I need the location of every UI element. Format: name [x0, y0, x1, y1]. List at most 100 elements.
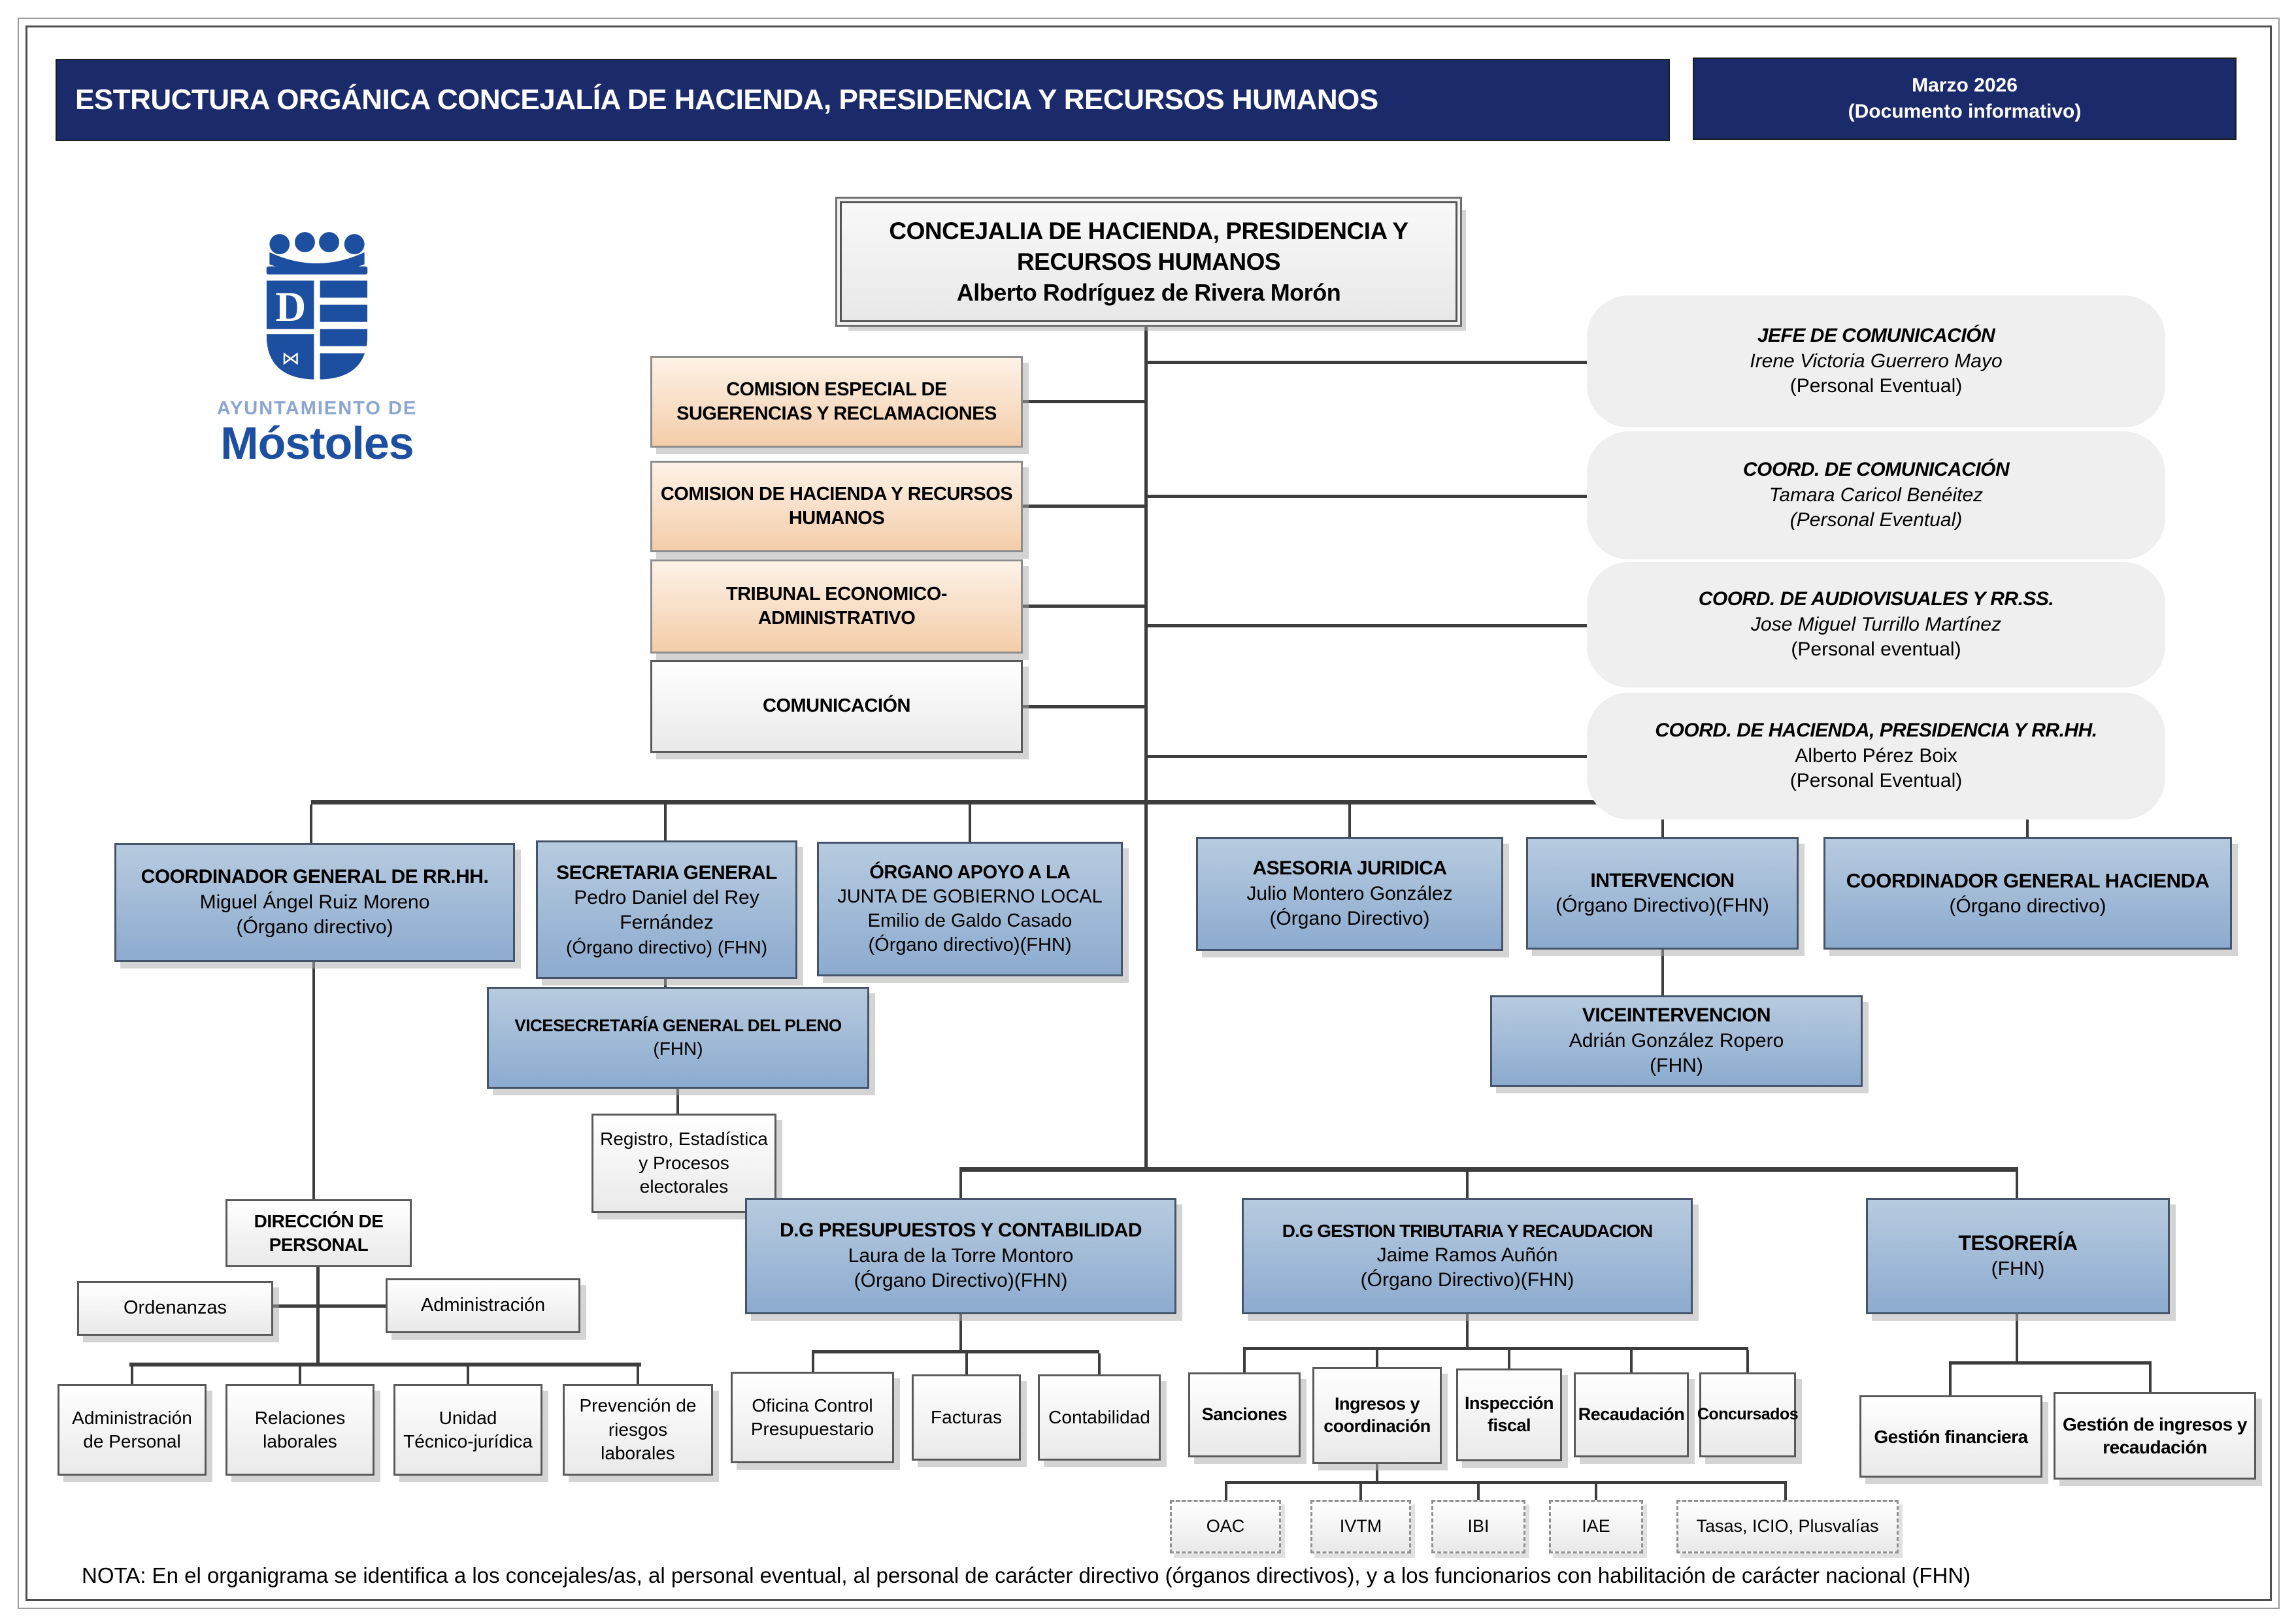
- node-tasas-icio-plusvalias: Tasas, ICIO, Plusvalías: [1676, 1500, 1899, 1553]
- node-note: (Órgano Directivo)(FHN): [854, 1270, 1068, 1292]
- node-sanciones: Sanciones: [1188, 1372, 1301, 1457]
- node-label: OAC: [1206, 1516, 1245, 1536]
- connector: [320, 1304, 386, 1308]
- node-title: D.G PRESUPUESTOS Y CONTABILIDAD: [779, 1219, 1142, 1242]
- node-note: (Órgano directivo): [1949, 895, 2106, 917]
- header-title-bar: ESTRUCTURA ORGÁNICA CONCEJALÍA DE HACIEN…: [56, 59, 1670, 141]
- node-name: Irene Victoria Guerrero Mayo: [1750, 350, 2003, 372]
- node-ordenanzas: Ordenanzas: [77, 1281, 273, 1336]
- node-label: Ingresos y coordinación: [1323, 1394, 1431, 1436]
- node-title: TESORERÍA: [1958, 1231, 2078, 1255]
- connector: [2016, 1314, 2018, 1363]
- mostoles-logo: D ⋈ AYUNTAMIENTO DE Móstoles: [173, 230, 461, 469]
- node-prevencion-riesgos: Prevención de riesgos laborales: [563, 1384, 713, 1476]
- node-title: COMISION ESPECIAL DE SUGERENCIAS Y RECLA…: [676, 378, 997, 424]
- node-label: IBI: [1467, 1516, 1489, 1536]
- node-secretaria-general: SECRETARIA GENERAL Pedro Daniel del Rey …: [536, 840, 797, 979]
- node-title: VICESECRETARÍA GENERAL DEL PLENO: [514, 1016, 842, 1036]
- connector: [129, 1363, 641, 1367]
- node-coordinador-hacienda: COORDINADOR GENERAL HACIENDA (Órgano dir…: [1823, 837, 2232, 950]
- connector: [1146, 755, 1587, 758]
- connector: [1661, 804, 1664, 837]
- connector: [1661, 950, 1664, 995]
- node-title: COORD. DE HACIENDA, PRESIDENCIA Y RR.HH.: [1655, 720, 2097, 742]
- node-concejalia: CONCEJALIA DE HACIENDA, PRESIDENCIA Y RE…: [840, 201, 1457, 322]
- connector: [1098, 1353, 1101, 1376]
- node-registro-estadistica: Registro, Estadística y Procesos elector…: [591, 1114, 776, 1213]
- node-recaudacion: Recaudación: [1574, 1372, 1689, 1457]
- connector: [1376, 1350, 1378, 1368]
- connector: [1949, 1365, 1952, 1395]
- connector: [467, 1367, 469, 1384]
- node-note: (Personal Eventual): [1789, 509, 1963, 531]
- node-label: Ordenanzas: [124, 1297, 227, 1319]
- node-tribunal-economico: TRIBUNAL ECONOMICO-ADMINISTRATIVO: [650, 559, 1023, 654]
- node-title: COMISION DE HACIENDA Y RECURSOS HUMANOS: [660, 483, 1013, 529]
- node-facturas: Facturas: [912, 1374, 1021, 1461]
- header-subtitle: (Documento informativo): [1848, 101, 2082, 122]
- node-label: Tasas, ICIO, Plusvalías: [1696, 1516, 1879, 1536]
- connector: [316, 1267, 320, 1364]
- node-name: Laura de la Torre Montoro: [848, 1244, 1074, 1267]
- node-note: (Órgano directivo): [236, 916, 393, 938]
- connector: [1144, 322, 1148, 1170]
- node-title: DIRECCIÓN DE PERSONAL: [254, 1211, 384, 1255]
- node-label: Contabilidad: [1048, 1406, 1150, 1427]
- node-note: (Personal Eventual): [1789, 770, 1963, 792]
- logo-city-text: Móstoles: [220, 418, 414, 469]
- mostoles-shield-icon: D ⋈: [266, 232, 368, 380]
- node-comision-sugerencias: COMISION ESPECIAL DE SUGERENCIAS Y RECLA…: [650, 356, 1023, 448]
- node-label: Relaciones laborales: [254, 1407, 346, 1451]
- node-note: (Órgano directivo) (FHN): [565, 936, 768, 957]
- connector: [664, 804, 667, 840]
- node-note: (Personal Eventual): [1789, 375, 1963, 397]
- node-label: Recaudación: [1578, 1404, 1685, 1425]
- node-title: CONCEJALIA DE HACIENDA, PRESIDENCIA Y RE…: [889, 218, 1408, 276]
- header-date: Marzo 2026: [1912, 74, 2018, 96]
- svg-text:⋈: ⋈: [282, 348, 300, 369]
- node-note: (Órgano directivo)(FHN): [868, 935, 1072, 956]
- connector: [2149, 1365, 2152, 1392]
- connector: [1023, 605, 1146, 608]
- node-note: (Personal eventual): [1791, 638, 1961, 661]
- connector: [1146, 624, 1587, 627]
- header-date-box: Marzo 2026 (Documento informativo): [1693, 58, 2237, 140]
- node-jefe-comunicacion: JEFE DE COMUNICACIÓN Irene Victoria Guer…: [1587, 295, 2165, 427]
- connector: [1225, 1481, 1787, 1484]
- node-title: ASESORIA JURIDICA: [1252, 857, 1447, 880]
- node-title: COORDINADOR GENERAL DE RR.HH.: [141, 866, 489, 888]
- node-note: (Órgano Directivo)(FHN): [1556, 895, 1769, 916]
- connector: [959, 1172, 962, 1198]
- node-coordinador-rrhh: COORDINADOR GENERAL DE RR.HH. Miguel Áng…: [114, 843, 515, 962]
- node-label: Inspección fiscal: [1464, 1393, 1554, 1435]
- node-ingresos-coordinacion: Ingresos y coordinación: [1312, 1367, 1442, 1464]
- node-label: Prevención de riesgos laborales: [579, 1395, 697, 1464]
- connector: [312, 962, 315, 1199]
- node-label: Facturas: [931, 1406, 1002, 1427]
- connector: [1595, 1484, 1597, 1501]
- node-name: Tamara Caricol Benéitez: [1769, 484, 1984, 506]
- node-name: Pedro Daniel del Rey Fernández: [574, 886, 759, 934]
- node-direccion-personal: DIRECCIÓN DE PERSONAL: [225, 1199, 412, 1267]
- svg-text:D: D: [275, 284, 306, 331]
- connector: [812, 1350, 1099, 1353]
- connector: [1023, 705, 1146, 708]
- node-title: SECRETARIA GENERAL: [556, 861, 777, 884]
- node-viceintervencion: VICEINTERVENCION Adrián González Ropero …: [1490, 995, 1863, 1087]
- node-comunicacion: COMUNICACIÓN: [650, 660, 1023, 753]
- connector: [637, 1367, 639, 1384]
- node-note: (FHN): [1991, 1258, 2045, 1280]
- connector: [1784, 1484, 1787, 1501]
- page-title: ESTRUCTURA ORGÁNICA CONCEJALÍA DE HACIEN…: [75, 84, 1378, 116]
- node-label: Concursados: [1697, 1405, 1799, 1424]
- connector: [1146, 361, 1587, 364]
- node-dg-presupuestos: D.G PRESUPUESTOS Y CONTABILIDAD Laura de…: [745, 1198, 1176, 1314]
- node-oac: OAC: [1170, 1500, 1281, 1553]
- node-iae: IAE: [1549, 1500, 1643, 1553]
- node-title: COMUNICACIÓN: [763, 695, 911, 717]
- node-subtitle: JUNTA DE GOBIERNO LOCAL: [837, 886, 1103, 907]
- connector: [311, 800, 2029, 804]
- connector: [969, 804, 971, 842]
- connector: [1243, 1347, 1748, 1350]
